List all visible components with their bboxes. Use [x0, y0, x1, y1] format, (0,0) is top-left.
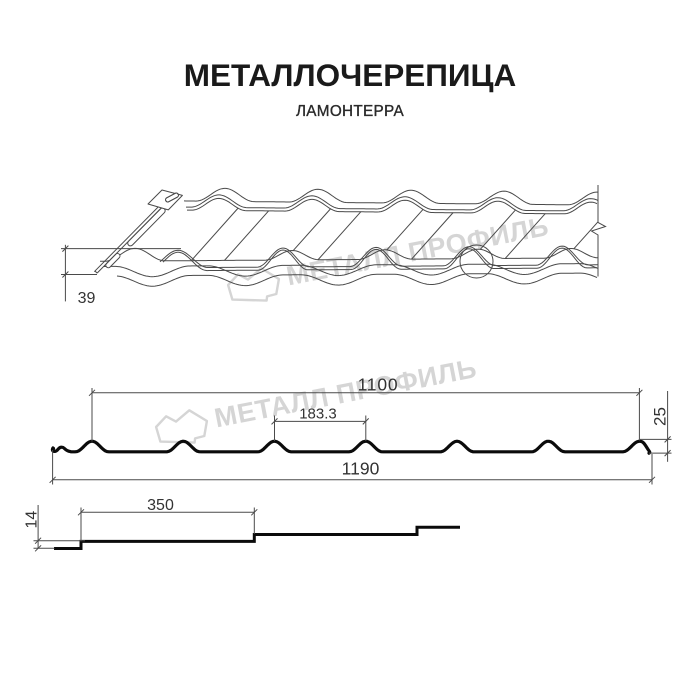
svg-text:25: 25 — [651, 407, 670, 426]
svg-text:1190: 1190 — [342, 459, 380, 479]
svg-text:14: 14 — [24, 511, 41, 529]
svg-text:350: 350 — [147, 497, 174, 514]
svg-text:ЛАМОНТЕРРА: ЛАМОНТЕРРА — [296, 103, 405, 120]
svg-text:МЕТАЛЛОЧЕРЕПИЦА: МЕТАЛЛОЧЕРЕПИЦА — [184, 57, 517, 93]
svg-text:1100: 1100 — [358, 375, 399, 395]
svg-text:39: 39 — [78, 290, 96, 307]
svg-text:183.3: 183.3 — [299, 406, 337, 423]
